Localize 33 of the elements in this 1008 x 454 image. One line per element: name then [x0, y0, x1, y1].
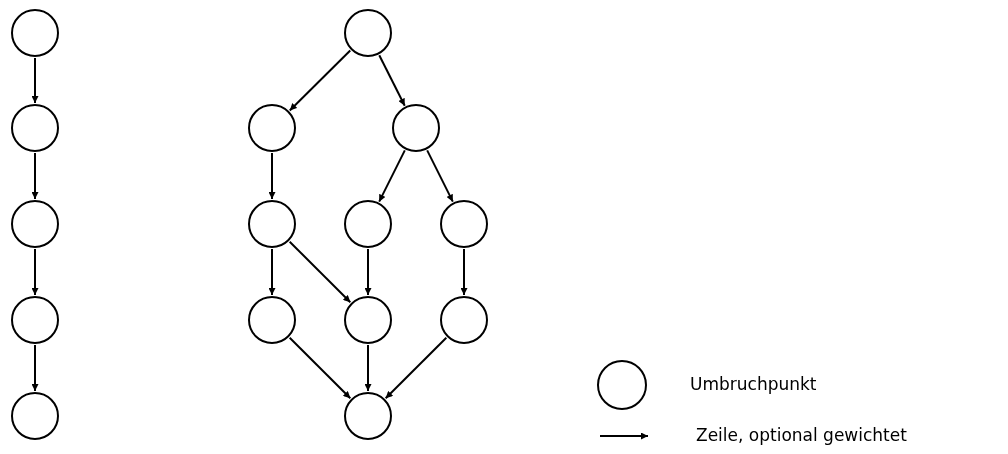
circle-node — [11, 9, 59, 57]
arrow — [378, 149, 406, 203]
circle-node — [11, 296, 59, 344]
circle-node — [11, 104, 59, 152]
circle-node — [248, 200, 296, 248]
arrow — [288, 336, 352, 400]
circle-node — [344, 296, 392, 344]
arrow — [288, 49, 352, 112]
legend-text: Zeile, optional gewichtet — [696, 425, 907, 445]
arrow — [288, 240, 352, 304]
arrow — [31, 57, 39, 104]
circle-node — [248, 296, 296, 344]
circle-node — [440, 296, 488, 344]
circle-node — [11, 200, 59, 248]
arrow — [378, 54, 406, 107]
circle-node — [440, 200, 488, 248]
arrow — [384, 336, 448, 400]
legend-text: Umbruchpunkt — [690, 374, 817, 394]
arrow — [364, 248, 372, 296]
circle-node — [11, 392, 59, 440]
arrow — [31, 344, 39, 392]
arrow — [460, 248, 468, 296]
circle-node — [344, 9, 392, 57]
circle-node — [248, 104, 296, 152]
arrow — [268, 248, 276, 296]
arrow — [31, 152, 39, 200]
arrow — [268, 152, 276, 200]
arrow — [364, 344, 372, 392]
circle-node — [344, 392, 392, 440]
arrow — [31, 248, 39, 296]
circle-node — [392, 104, 440, 152]
arrow — [426, 149, 454, 203]
circle-node — [344, 200, 392, 248]
